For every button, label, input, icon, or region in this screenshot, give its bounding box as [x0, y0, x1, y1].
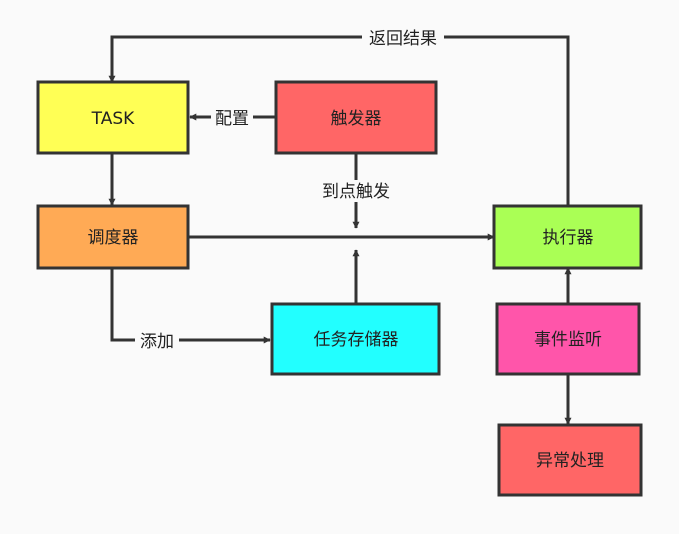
node-job-store [270, 302, 441, 376]
node-exception-handling-label: 异常处理 [536, 451, 604, 471]
label-return-result: 返回结果 [369, 29, 437, 49]
label-time-trigger: 到点触发 [322, 182, 390, 202]
node-job-store-label: 任务存储器 [314, 330, 399, 350]
node-event-listener-label: 事件监听 [534, 330, 602, 350]
node-executor [492, 204, 643, 270]
node-task [36, 80, 190, 155]
edge-return-result [108, 35, 570, 205]
edge-add [110, 268, 271, 344]
node-trigger [274, 80, 438, 155]
node-trigger-label: 触发器 [331, 109, 382, 129]
node-exception-handling [497, 423, 643, 497]
label-add: 添加 [140, 332, 174, 352]
node-scheduler-label: 调度器 [88, 228, 139, 248]
label-configure: 配置 [215, 109, 249, 129]
node-event-listener [495, 302, 641, 376]
node-scheduler [36, 204, 190, 270]
node-task-label: TASK [91, 109, 135, 129]
node-executor-label: 执行器 [543, 228, 594, 248]
